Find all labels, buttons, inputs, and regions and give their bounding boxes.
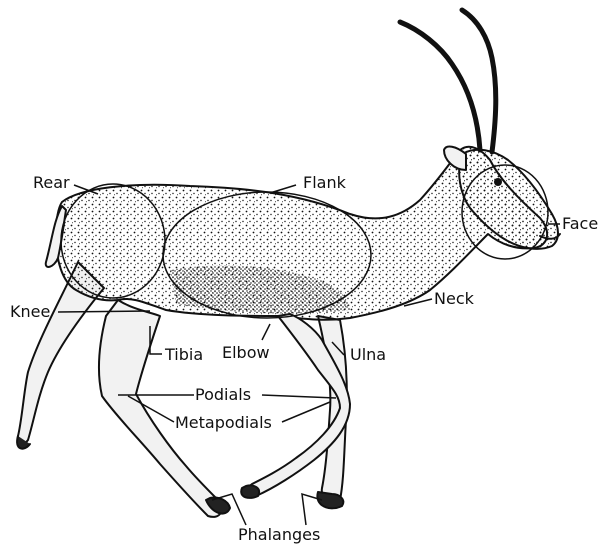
label-ulna: Ulna — [350, 345, 386, 364]
label-metapodials: Metapodials — [175, 413, 272, 432]
label-face: Face — [562, 214, 598, 233]
label-phalanges: Phalanges — [238, 525, 320, 544]
label-podials: Podials — [195, 385, 251, 404]
label-neck: Neck — [434, 289, 475, 308]
metapodials-leader-right — [282, 402, 330, 422]
flank-leader — [270, 185, 296, 193]
label-tibia: Tibia — [164, 345, 203, 364]
antelope-body — [17, 10, 560, 517]
podials-leader-right — [262, 395, 336, 398]
elbow-leader — [262, 324, 270, 340]
label-knee: Knee — [10, 302, 50, 321]
eye — [495, 179, 501, 185]
near-hind-leg — [99, 300, 222, 517]
label-rear: Rear — [33, 173, 70, 192]
knee-leader — [58, 311, 150, 312]
left-horn — [400, 22, 480, 150]
phalanges-leader-right — [302, 494, 322, 525]
label-flank: Flank — [303, 173, 347, 192]
label-elbow: Elbow — [222, 343, 270, 362]
